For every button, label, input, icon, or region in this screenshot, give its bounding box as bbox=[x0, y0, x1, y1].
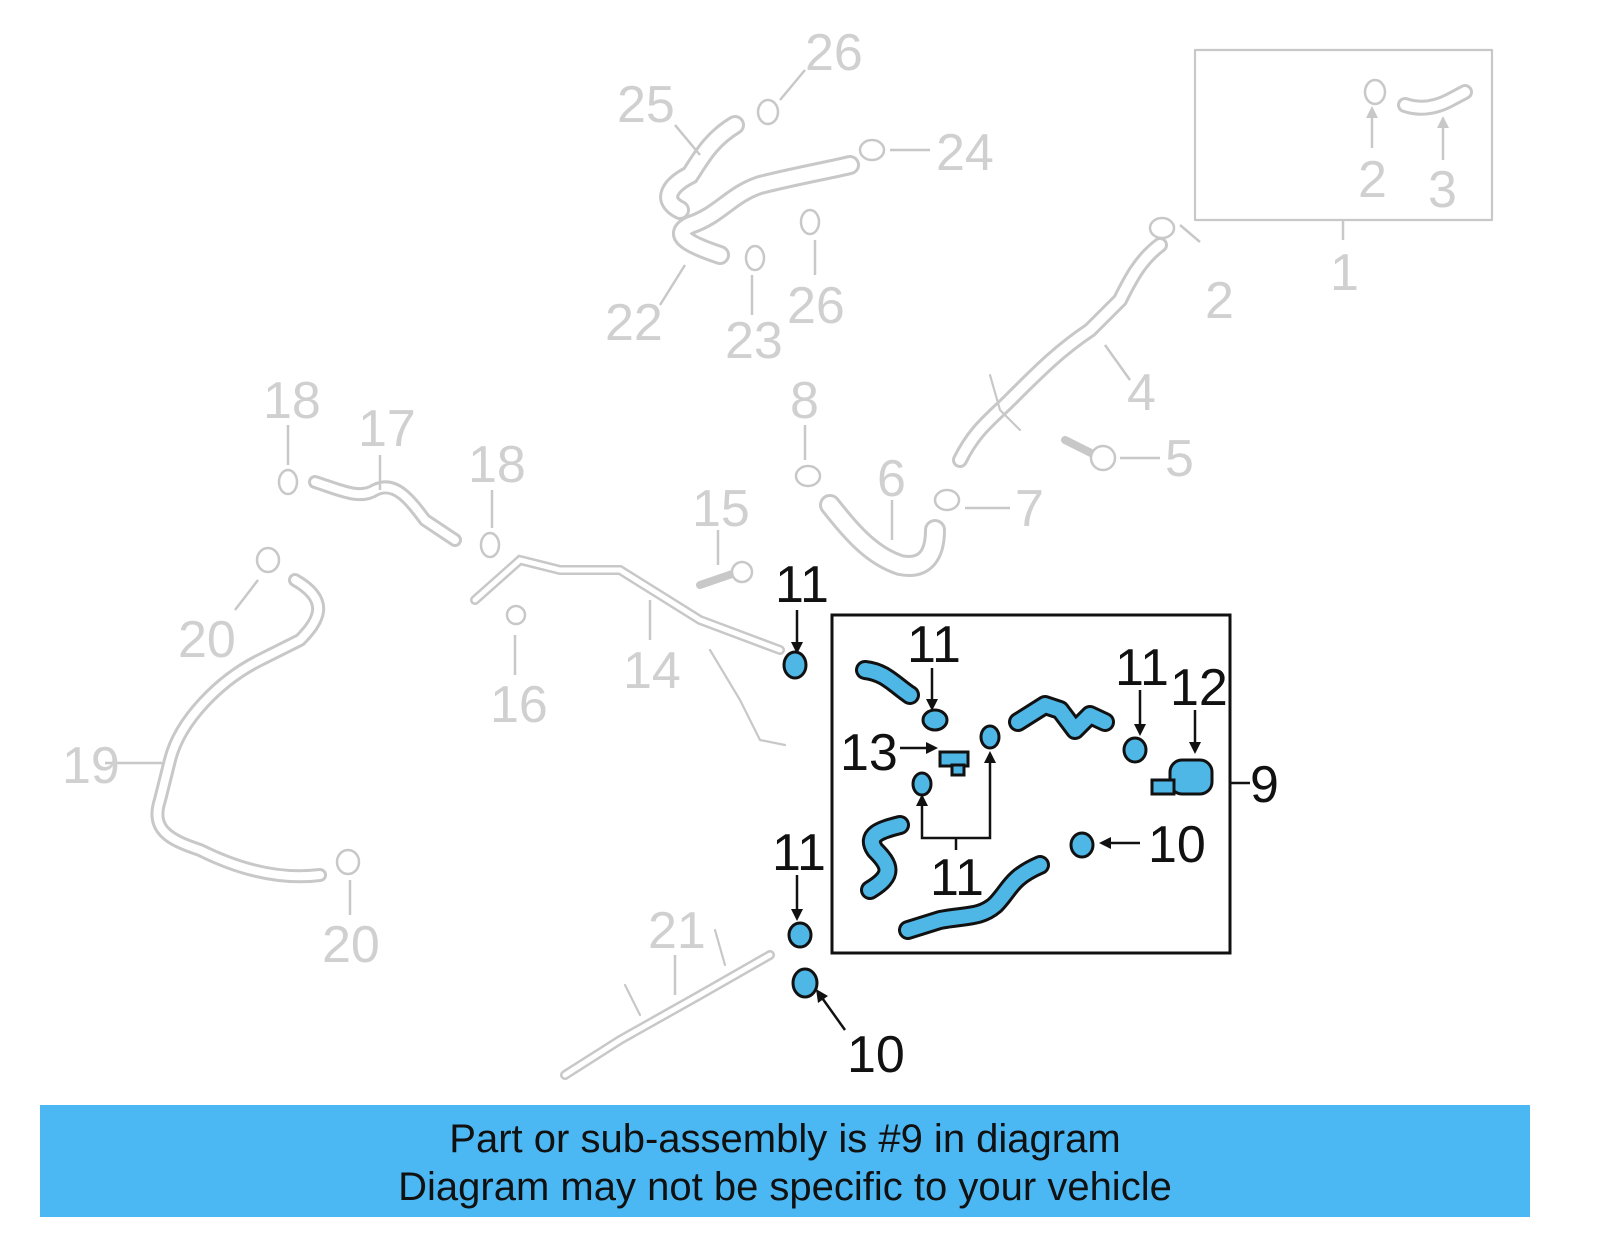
info-banner: Part or sub-assembly is #9 in diagram Di… bbox=[40, 1105, 1530, 1217]
callout-4: 4 bbox=[1127, 364, 1156, 422]
callout-9: 9 bbox=[1250, 756, 1279, 814]
callout-13: 13 bbox=[840, 724, 898, 782]
banner-line-1: Part or sub-assembly is #9 in diagram bbox=[449, 1117, 1121, 1161]
callout-20: 20 bbox=[178, 611, 236, 669]
callout-26: 26 bbox=[805, 24, 863, 82]
callout-21: 21 bbox=[648, 902, 706, 960]
callout-22: 22 bbox=[605, 294, 663, 352]
clamp-icons bbox=[782, 650, 1148, 999]
hose-17 bbox=[277, 468, 501, 559]
callout-17: 17 bbox=[358, 400, 416, 458]
hose-lower bbox=[898, 855, 1050, 940]
pipe-19 bbox=[150, 546, 361, 884]
callout-25: 25 bbox=[617, 76, 675, 134]
callout-3: 3 bbox=[1428, 161, 1457, 219]
bolt-5 bbox=[1061, 436, 1117, 472]
callout-18: 18 bbox=[263, 372, 321, 430]
bolt-15 bbox=[696, 560, 754, 589]
callout-18: 18 bbox=[468, 436, 526, 494]
hose-left-bend bbox=[860, 815, 910, 900]
pipe-14 bbox=[470, 554, 787, 747]
callout-14: 14 bbox=[623, 642, 681, 700]
callout-8: 8 bbox=[790, 372, 819, 430]
callout-10: 10 bbox=[847, 1026, 905, 1084]
dark-leader-lines bbox=[791, 610, 1201, 1031]
callout-6: 6 bbox=[877, 450, 906, 508]
hose-25-22 bbox=[659, 98, 886, 272]
gray-leader-lines bbox=[105, 69, 1201, 995]
inset-box-part-1 bbox=[1193, 48, 1494, 240]
callout-7: 7 bbox=[1015, 480, 1044, 538]
banner-line-2: Diagram may not be specific to your vehi… bbox=[398, 1165, 1172, 1209]
callout-2: 2 bbox=[1358, 151, 1387, 209]
callout-10: 10 bbox=[1148, 816, 1206, 874]
callout-26: 26 bbox=[787, 277, 845, 335]
callout-1: 1 bbox=[1330, 244, 1359, 302]
callout-11: 11 bbox=[775, 556, 829, 614]
callout-11: 11 bbox=[1115, 639, 1169, 697]
assembly-box-part-9 bbox=[830, 613, 1250, 955]
callout-2: 2 bbox=[1205, 272, 1234, 330]
valve-12 bbox=[1150, 758, 1214, 796]
hose-6 bbox=[794, 464, 961, 577]
hose-upper-left bbox=[855, 660, 920, 705]
callout-24: 24 bbox=[936, 124, 994, 182]
pipe-4 bbox=[952, 216, 1176, 468]
callout-11: 11 bbox=[772, 824, 826, 882]
connector-13 bbox=[938, 750, 970, 777]
callout-12: 12 bbox=[1170, 659, 1228, 717]
callout-19: 19 bbox=[62, 737, 120, 795]
hose-upper-right bbox=[1008, 695, 1115, 740]
callout-23: 23 bbox=[725, 312, 783, 370]
callout-5: 5 bbox=[1165, 430, 1194, 488]
callout-20: 20 bbox=[322, 916, 380, 974]
callout-15: 15 bbox=[692, 480, 750, 538]
callout-11: 11 bbox=[930, 849, 984, 907]
callout-16: 16 bbox=[490, 676, 548, 734]
callout-labels: 1 2 2 3 4 5 6 7 8 9 10 10 11 11 11 11 11… bbox=[62, 24, 1457, 1084]
pipe-21 bbox=[560, 928, 775, 1080]
callout-11: 11 bbox=[907, 616, 961, 674]
